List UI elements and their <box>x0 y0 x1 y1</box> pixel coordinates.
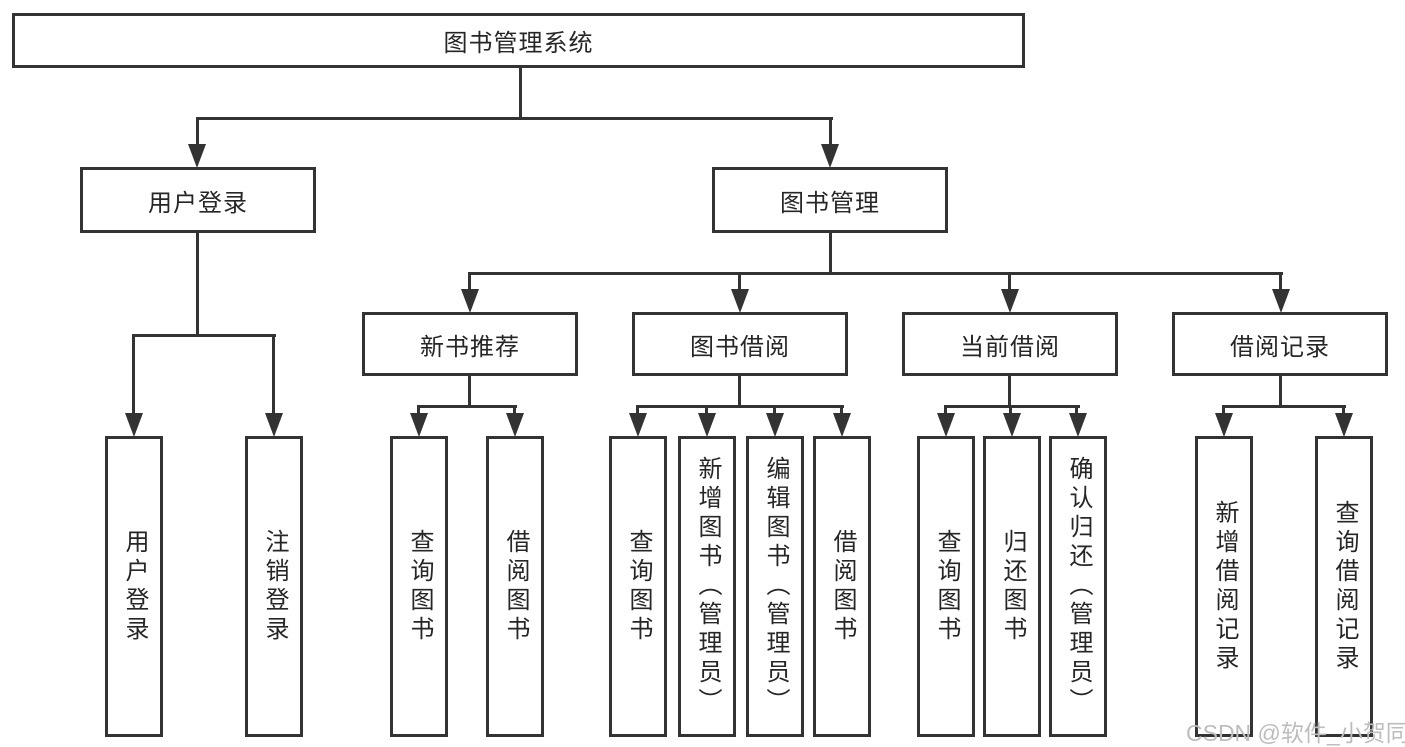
node-label: 图书管理 <box>780 189 880 217</box>
arrowhead-down-icon <box>821 144 839 168</box>
connector-stem <box>468 274 471 290</box>
connector-root-bar <box>196 117 833 120</box>
node-leaf-confirm-return-admin: 确认归还（管理员） <box>1049 436 1107 737</box>
arrowhead-down-icon <box>1003 413 1021 437</box>
arrowhead-down-icon <box>937 413 955 437</box>
node-current-borrowing: 当前借阅 <box>902 312 1118 376</box>
node-label: 当前借阅 <box>960 333 1060 361</box>
arrowhead-down-icon <box>410 413 428 437</box>
arrowhead-down-icon <box>188 144 206 168</box>
connector-stem <box>738 376 741 406</box>
connector-stem <box>636 407 639 415</box>
node-label: 新书推荐 <box>420 333 520 361</box>
connector-stem <box>705 407 708 415</box>
arrowhead-down-icon <box>833 413 851 437</box>
node-leaf-query-books-current: 查询图书 <box>917 436 975 737</box>
arrowhead-down-icon <box>1001 289 1019 313</box>
node-leaf-edit-book-admin: 编辑图书（管理员） <box>746 436 804 737</box>
connector-stem <box>738 274 741 290</box>
connector-stem <box>513 407 516 415</box>
arrowhead-down-icon <box>461 289 479 313</box>
node-label: 图书借阅 <box>690 333 790 361</box>
arrowhead-down-icon <box>629 413 647 437</box>
connector-stem <box>1008 274 1011 290</box>
connector-stem <box>773 407 776 415</box>
connector-stem <box>1279 274 1282 290</box>
node-label: 借阅记录 <box>1230 333 1330 361</box>
node-new-book-recommendation: 新书推荐 <box>362 312 578 376</box>
node-library-management-system: 图书管理系统 <box>12 13 1025 68</box>
node-leaf-return-books: 归还图书 <box>983 436 1041 737</box>
node-label: 归还图书 <box>999 528 1026 645</box>
connector-stem <box>196 233 199 337</box>
arrowhead-down-icon <box>1215 413 1233 437</box>
connector-stem <box>1222 407 1225 415</box>
node-label: 确认归还（管理员） <box>1065 456 1092 717</box>
node-leaf-add-book-admin: 新增图书（管理员） <box>678 436 736 737</box>
connector-stem <box>1279 376 1282 406</box>
connector-bar <box>417 405 517 408</box>
connector-root-stem <box>519 67 522 120</box>
node-label: 图书管理系统 <box>443 30 594 57</box>
connector-bar <box>636 405 844 408</box>
node-leaf-logout: 注销登录 <box>245 436 303 737</box>
node-label: 查询图书 <box>625 528 652 645</box>
node-label: 查询图书 <box>406 528 433 645</box>
node-leaf-borrow-books-recommend: 借阅图书 <box>486 436 544 737</box>
connector-stem <box>468 376 471 406</box>
node-user-login: 用户登录 <box>80 167 316 233</box>
node-leaf-query-books-borrowing: 查询图书 <box>609 436 667 737</box>
node-leaf-query-borrow-record: 查询借阅记录 <box>1315 436 1373 737</box>
arrowhead-down-icon <box>731 289 749 313</box>
connector-stem <box>1342 407 1345 415</box>
arrowhead-down-icon <box>766 413 784 437</box>
node-label: 借阅图书 <box>829 528 856 645</box>
arrowhead-down-icon <box>1272 289 1290 313</box>
node-label: 编辑图书（管理员） <box>762 456 789 717</box>
node-book-management: 图书管理 <box>712 167 948 233</box>
connector-stem <box>840 407 843 415</box>
node-leaf-borrow-books: 借阅图书 <box>813 436 871 737</box>
connector-stem <box>132 336 135 413</box>
node-label: 借阅图书 <box>502 528 529 645</box>
node-label: 查询借阅记录 <box>1331 499 1358 674</box>
node-borrowing-records: 借阅记录 <box>1172 312 1388 376</box>
connector-stem <box>1009 407 1012 415</box>
node-label: 用户登录 <box>121 528 148 645</box>
connector-bar <box>132 334 276 337</box>
connector-stem <box>196 119 199 147</box>
arrowhead-down-icon <box>265 413 283 437</box>
node-leaf-query-books-recommend: 查询图书 <box>390 436 448 737</box>
connector-stem <box>417 407 420 415</box>
arrowhead-down-icon <box>506 413 524 437</box>
arrowhead-down-icon <box>1335 413 1353 437</box>
connector-stem <box>944 407 947 415</box>
node-leaf-user-login: 用户登录 <box>105 436 163 737</box>
node-leaf-add-borrow-record: 新增借阅记录 <box>1195 436 1253 737</box>
connector-stem <box>1075 407 1078 415</box>
arrowhead-down-icon <box>1069 413 1087 437</box>
connector-stem <box>829 233 832 273</box>
arrowhead-down-icon <box>125 413 143 437</box>
connector-stem <box>829 119 832 147</box>
arrowhead-down-icon <box>698 413 716 437</box>
connector-stem <box>1008 376 1011 406</box>
watermark-text: CSDN @软件_小贺同学 <box>1186 720 1405 746</box>
node-label: 新增借阅记录 <box>1211 499 1238 674</box>
node-label: 注销登录 <box>261 528 288 645</box>
node-label: 用户登录 <box>148 189 248 217</box>
node-label: 查询图书 <box>933 528 960 645</box>
connector-bar <box>468 272 1283 275</box>
connector-bar <box>944 405 1080 408</box>
connector-bar <box>1222 405 1346 408</box>
node-label: 新增图书（管理员） <box>694 456 721 717</box>
connector-stem <box>272 336 275 413</box>
node-book-borrowing: 图书借阅 <box>632 312 848 376</box>
